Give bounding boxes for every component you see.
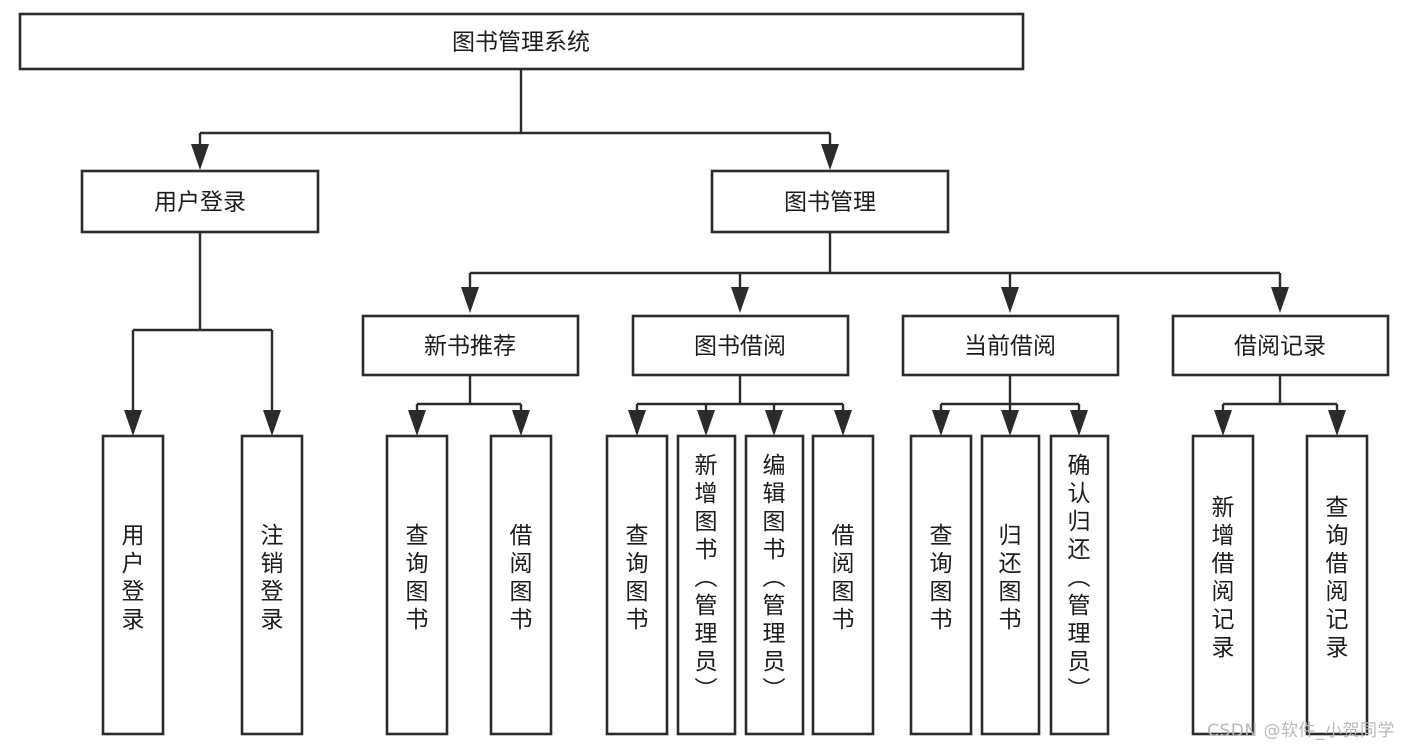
node-leaf-query-book-2-box[interactable]: [605, 434, 669, 736]
node-leaf-add-record[interactable]: 新增借阅记录: [1191, 434, 1255, 736]
node-leaf-add-book[interactable]: 新增图书︵管理员︶: [676, 434, 737, 736]
arrow-head-current-borrow: [1001, 287, 1019, 313]
node-leaf-user-login[interactable]: 用户登录: [101, 434, 165, 736]
node-leaf-add-record-label: 新增借阅记录: [1212, 495, 1235, 661]
node-leaf-logout-login-box[interactable]: [240, 434, 304, 736]
node-leaf-logout-login[interactable]: 注销登录: [240, 434, 304, 736]
node-leaf-return-book[interactable]: 归还图书: [980, 434, 1041, 736]
arrow-head-leaf-query-book-2: [628, 410, 646, 436]
node-current-borrow-box[interactable]: [901, 314, 1120, 377]
arrow-head-leaf-add-book: [697, 410, 715, 436]
node-book-management-box[interactable]: [710, 169, 950, 234]
node-new-book-recommend[interactable]: 新书推荐: [361, 314, 580, 377]
node-user-login-box[interactable]: [80, 169, 320, 234]
node-borrow-record-label: 借阅记录: [1234, 334, 1326, 360]
node-leaf-user-login-box[interactable]: [101, 434, 165, 736]
node-leaf-query-book-3[interactable]: 查询图书: [909, 434, 973, 736]
arrow-head-leaf-return-book: [1001, 410, 1019, 436]
node-leaf-user-login-label: 用户登录: [122, 523, 145, 633]
node-leaf-borrow-book-1-label: 借阅图书: [510, 523, 533, 633]
node-leaf-borrow-book-1[interactable]: 借阅图书: [489, 434, 553, 736]
node-book-borrow-box[interactable]: [631, 314, 850, 377]
arrow-head-new-book-recommend: [461, 287, 479, 313]
arrow-head-leaf-borrow-book-2: [834, 410, 852, 436]
arrow-head-leaf-query-book-3: [932, 410, 950, 436]
arrow-head-leaf-query-record: [1328, 410, 1346, 436]
node-leaf-return-book-box[interactable]: [980, 434, 1041, 736]
node-user-login[interactable]: 用户登录: [80, 169, 320, 234]
node-leaf-query-record-box[interactable]: [1305, 434, 1369, 736]
arrow-head-leaf-edit-book: [765, 410, 783, 436]
node-current-borrow[interactable]: 当前借阅: [901, 314, 1120, 377]
arrow-head-book-management: [821, 144, 839, 170]
arrow-head-leaf-query-book-1: [408, 410, 426, 436]
node-new-book-recommend-label: 新书推荐: [424, 334, 516, 360]
node-leaf-confirm-return-box[interactable]: [1049, 434, 1110, 736]
node-leaf-confirm-return[interactable]: 确认归还︵管理员︶: [1049, 434, 1110, 736]
node-leaf-query-book-3-label: 查询图书: [930, 523, 953, 633]
node-leaf-query-record[interactable]: 查询借阅记录: [1305, 434, 1369, 736]
arrow-head-leaf-add-record: [1214, 410, 1232, 436]
node-root[interactable]: 图书管理系统: [18, 12, 1025, 71]
node-leaf-query-record-label: 查询借阅记录: [1326, 495, 1349, 661]
arrow-head-leaf-confirm-return: [1070, 410, 1088, 436]
arrow-head-leaf-logout-login: [263, 410, 281, 436]
node-leaf-add-book-box[interactable]: [676, 434, 737, 736]
node-leaf-query-book-2-label: 查询图书: [626, 523, 649, 633]
node-book-borrow-label: 图书借阅: [694, 334, 786, 360]
arrow-head-borrow-record: [1271, 287, 1289, 313]
node-leaf-borrow-book-2-label: 借阅图书: [832, 523, 855, 633]
node-user-login-label: 用户登录: [154, 190, 246, 216]
node-borrow-record[interactable]: 借阅记录: [1171, 314, 1390, 377]
node-book-borrow[interactable]: 图书借阅: [631, 314, 850, 377]
node-leaf-borrow-book-2-box[interactable]: [811, 434, 875, 736]
node-leaf-edit-book-box[interactable]: [744, 434, 805, 736]
node-leaf-query-book-1-label: 查询图书: [406, 523, 429, 633]
node-leaf-edit-book-label: 编辑图书︵管理员︶: [763, 453, 786, 703]
node-leaf-add-book-label: 新增图书︵管理员︶: [695, 453, 718, 703]
node-leaf-add-record-box[interactable]: [1191, 434, 1255, 736]
node-new-book-recommend-box[interactable]: [361, 314, 580, 377]
arrow-head-book-borrow: [731, 287, 749, 313]
node-leaf-confirm-return-label: 确认归还︵管理员︶: [1068, 453, 1091, 703]
node-leaf-query-book-2[interactable]: 查询图书: [605, 434, 669, 736]
arrow-head-user-login: [191, 144, 209, 170]
node-leaf-query-book-3-box[interactable]: [909, 434, 973, 736]
node-leaf-logout-login-label: 注销登录: [261, 523, 284, 633]
connector-layer: [124, 69, 1346, 436]
node-leaf-edit-book[interactable]: 编辑图书︵管理员︶: [744, 434, 805, 736]
node-leaf-query-book-1[interactable]: 查询图书: [385, 434, 449, 736]
node-current-borrow-label: 当前借阅: [964, 334, 1056, 360]
node-leaf-return-book-label: 归还图书: [999, 523, 1022, 633]
node-leaf-borrow-book-2[interactable]: 借阅图书: [811, 434, 875, 736]
arrow-head-leaf-borrow-book-1: [512, 410, 530, 436]
arrow-head-leaf-user-login: [124, 410, 142, 436]
node-leaf-query-book-1-box[interactable]: [385, 434, 449, 736]
node-root-box[interactable]: [18, 12, 1025, 71]
node-borrow-record-box[interactable]: [1171, 314, 1390, 377]
node-book-management-label: 图书管理: [784, 190, 876, 216]
node-root-label: 图书管理系统: [452, 30, 590, 56]
node-book-management[interactable]: 图书管理: [710, 169, 950, 234]
node-leaf-borrow-book-1-box[interactable]: [489, 434, 553, 736]
